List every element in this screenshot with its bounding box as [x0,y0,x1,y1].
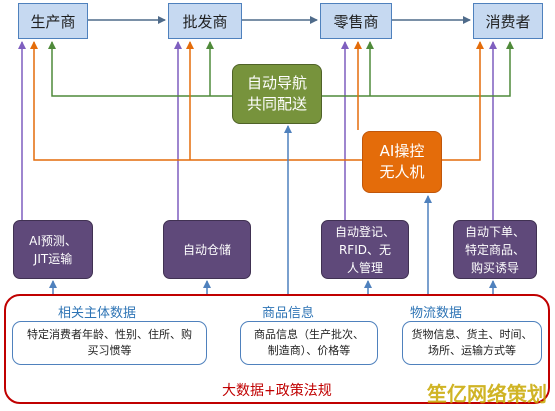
section-title-entity-data: 相关主体数据 [58,306,137,321]
node-producer: 生产商 [18,3,88,39]
node-auto-storage: 自动仓储 [163,220,251,279]
data-panel [4,294,550,404]
node-auto-order: 自动下单、 特定商品、 购买诱导 [453,220,537,279]
green-link-to-consumer [322,41,514,97]
orange-link-network [30,41,362,161]
node-consumer: 消费者 [473,3,543,39]
info-entity-detail: 特定消费者年龄、性别、住所、购 买习惯等 [12,321,207,365]
info-product-detail: 商品信息（生产批次、 制造商）、价格等 [240,321,378,365]
orange-link-to-consumer [442,41,484,161]
green-link-network [48,41,232,97]
node-auto-navigation: 自动导航 共同配送 [232,64,322,124]
footer-big-data-policy: 大数据+政策法规 [222,383,332,399]
section-title-product-info: 商品信息 [262,306,315,321]
node-wholesaler: 批发商 [168,3,242,39]
watermark-logo: 笙亿网络策划 [427,382,547,406]
info-logistics-detail: 货物信息、货主、时间、 场所、运输方式等 [402,321,542,365]
node-ai-drone: AI操控 无人机 [362,131,442,193]
node-auto-register: 自动登记、 RFID、无 人管理 [321,220,409,279]
node-ai-prediction: AI预测、 JIT运输 [13,220,93,279]
section-title-logistics-data: 物流数据 [410,306,463,321]
node-retailer: 零售商 [320,3,392,39]
